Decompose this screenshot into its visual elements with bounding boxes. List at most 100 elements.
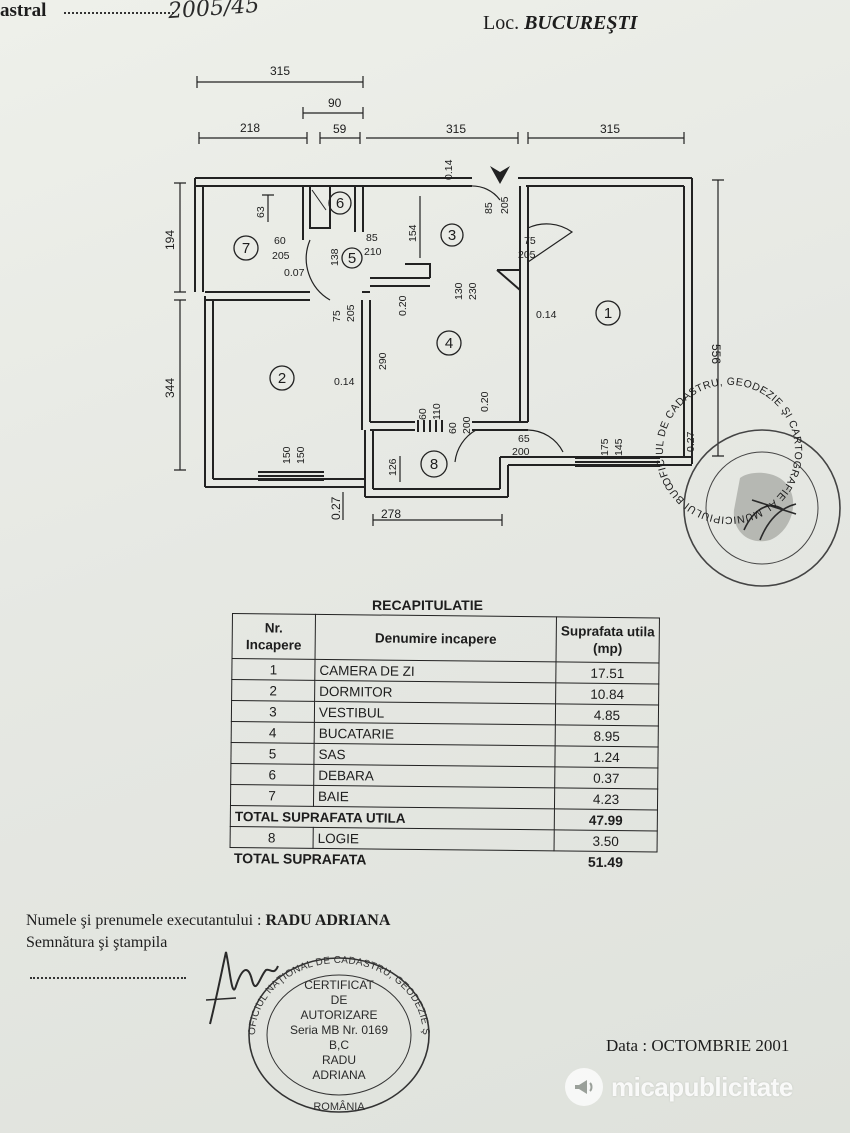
row-nr: 4 bbox=[231, 721, 315, 744]
dim-top-90: 90 bbox=[328, 96, 342, 110]
cadastru-dots bbox=[64, 12, 174, 14]
dim-020-a: 0.20 bbox=[397, 295, 409, 316]
handwritten-signature bbox=[205, 951, 279, 1025]
autorizare-stamp-lines: CERTIFICAT DE AUTORIZARE Seria MB Nr. 01… bbox=[246, 978, 432, 1083]
document-date: Data : OCTOMBRIE 2001 bbox=[606, 1036, 790, 1055]
row-area: 8.95 bbox=[555, 724, 659, 747]
dim-75-a: 75 bbox=[524, 235, 536, 247]
dim-210: 210 bbox=[364, 246, 382, 258]
dim-left-194: 194 bbox=[163, 230, 177, 250]
row-area: 4.85 bbox=[555, 703, 659, 726]
location-prefix: Loc. bbox=[483, 12, 520, 34]
row-area: 10.84 bbox=[555, 682, 659, 705]
dim-130: 130 bbox=[453, 282, 465, 300]
row-name: DORMITOR bbox=[314, 680, 556, 704]
dim-top-315-c: 315 bbox=[600, 122, 620, 136]
dim-top-315-b: 315 bbox=[446, 122, 466, 136]
recap-title: RECAPITULATIE bbox=[372, 597, 483, 613]
dim-200-a: 200 bbox=[461, 416, 473, 434]
room-number-3: 3 bbox=[448, 227, 456, 244]
row-nr: 2 bbox=[231, 679, 315, 702]
col-header-nr: Nr. Incapere bbox=[232, 613, 316, 660]
cadastru-stamp: OFICIUL DE CADASTRU, GEODEZIE ŞI CARTOGR… bbox=[0, 0, 841, 587]
stamp-line: Seria MB Nr. 0169 bbox=[289, 1023, 389, 1037]
signature-dots bbox=[30, 977, 186, 979]
row-nr: 1 bbox=[231, 658, 316, 681]
dim-126: 126 bbox=[387, 458, 399, 476]
recap-table: Nr. Incapere Denumire incapere Suprafata… bbox=[229, 613, 660, 873]
dim-014-top: 0.14 bbox=[443, 159, 455, 180]
stamp-line: CERTIFICAT bbox=[304, 978, 374, 992]
executant-line: Numele şi prenumele executantului : RADU… bbox=[26, 912, 390, 930]
dim-85-door: 85 bbox=[483, 202, 495, 214]
watermark: micapublicitate bbox=[565, 1068, 793, 1106]
dim-65: 65 bbox=[518, 433, 530, 445]
row-area: 4.23 bbox=[554, 787, 658, 810]
logie-nr: 8 bbox=[230, 826, 314, 849]
dim-020-b: 0.20 bbox=[479, 391, 491, 412]
dim-205-b: 205 bbox=[345, 304, 357, 322]
dim-150-a: 150 bbox=[281, 446, 293, 464]
room-number-8: 8 bbox=[430, 456, 438, 473]
dim-110: 110 bbox=[431, 403, 443, 420]
dim-290: 290 bbox=[377, 352, 389, 370]
row-name: CAMERA DE ZI bbox=[314, 659, 557, 683]
dim-60: 60 bbox=[274, 235, 286, 247]
dim-200-b: 200 bbox=[512, 446, 530, 458]
dim-top-59: 59 bbox=[333, 122, 347, 136]
autorizare-stamp-country: ROMÂNIA bbox=[313, 1100, 365, 1113]
row-nr: 6 bbox=[230, 763, 314, 786]
col-header-area: Suprafata utila (mp) bbox=[556, 616, 660, 663]
dim-63: 63 bbox=[255, 206, 267, 218]
logie-area: 3.50 bbox=[554, 829, 658, 852]
floor-plan: 1 2 3 4 5 6 7 8 3 bbox=[0, 0, 841, 587]
total-value: 51.49 bbox=[553, 850, 658, 873]
row-name: SAS bbox=[313, 743, 556, 767]
location-city: BUCUREŞTI bbox=[524, 12, 638, 34]
dim-bottom-027: 0.27 bbox=[329, 496, 343, 520]
dim-205: 205 bbox=[272, 250, 290, 262]
dim-205-a: 205 bbox=[518, 249, 536, 261]
dim-145: 145 bbox=[613, 438, 625, 456]
stamp-line: ADRIANA bbox=[312, 1068, 366, 1082]
row-nr: 3 bbox=[231, 700, 315, 723]
recap-header-row: Nr. Incapere Denumire incapere Suprafata… bbox=[232, 613, 660, 663]
executant-name: RADU ADRIANA bbox=[265, 912, 391, 929]
total-label: TOTAL SUPRAFATA bbox=[229, 847, 555, 872]
room-number-6: 6 bbox=[336, 195, 344, 212]
dim-007: 0.07 bbox=[284, 267, 305, 279]
room-number-7: 7 bbox=[242, 240, 250, 257]
stamp-line: AUTORIZARE bbox=[300, 1008, 378, 1022]
dim-175: 175 bbox=[599, 438, 611, 456]
row-name: VESTIBUL bbox=[314, 701, 556, 725]
row-name: DEBARA bbox=[313, 764, 555, 788]
watermark-text: micapublicitate bbox=[611, 1071, 793, 1102]
dim-right-556: 556 bbox=[709, 344, 723, 364]
dim-top-315-a: 315 bbox=[270, 64, 290, 78]
dim-60-a: 60 bbox=[417, 408, 429, 420]
dim-138: 138 bbox=[329, 248, 341, 266]
row-name: BUCATARIE bbox=[314, 722, 556, 746]
stamp-line: RADU bbox=[321, 1053, 356, 1067]
stamp-line: DE bbox=[330, 993, 348, 1007]
row-name: BAIE bbox=[313, 785, 555, 809]
total-utila-value: 47.99 bbox=[554, 808, 658, 831]
executant-label: Numele şi prenumele executantului : bbox=[26, 912, 262, 929]
dim-150-b: 150 bbox=[295, 446, 307, 464]
dim-left-344: 344 bbox=[163, 378, 177, 398]
logie-name: LOGIE bbox=[313, 827, 555, 851]
dim-205-door: 205 bbox=[499, 196, 511, 214]
total-row: TOTAL SUPRAFATA 51.49 bbox=[229, 847, 658, 873]
dim-014-right: 0.14 bbox=[536, 309, 557, 321]
room-number-5: 5 bbox=[348, 250, 356, 267]
stamp-line: B,C bbox=[328, 1038, 349, 1052]
entrance-arrow-icon bbox=[490, 166, 510, 184]
megaphone-icon bbox=[565, 1068, 603, 1106]
autorizare-stamp: OFICIUL NAŢIONAL DE CADASTRU, GEODEZIE Ş… bbox=[246, 955, 432, 1115]
dim-bottom-278: 278 bbox=[381, 507, 401, 521]
row-area: 17.51 bbox=[555, 661, 660, 684]
row-area: 0.37 bbox=[554, 766, 658, 789]
row-area: 1.24 bbox=[554, 745, 659, 768]
col-header-name: Denumire incapere bbox=[315, 614, 557, 662]
